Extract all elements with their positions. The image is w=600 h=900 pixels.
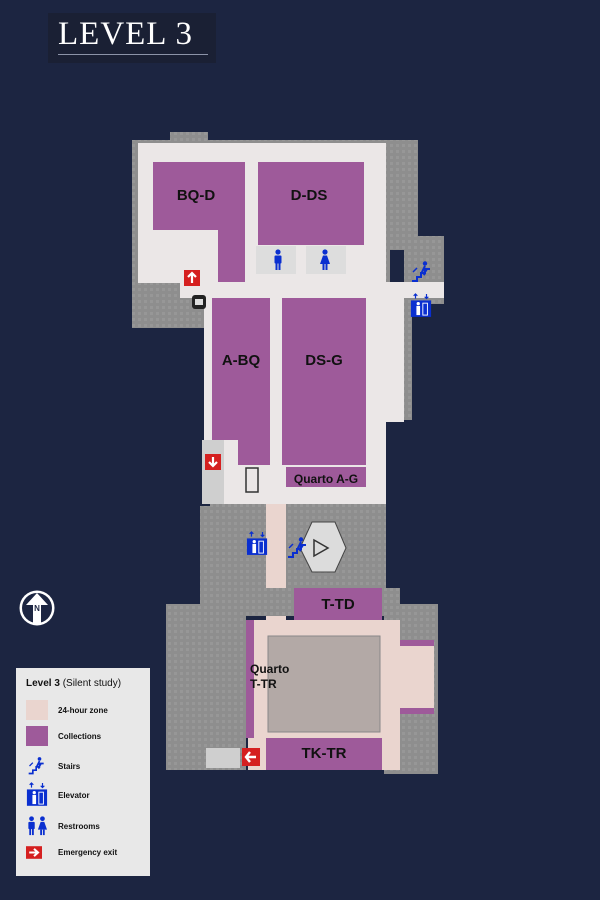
legend-label-emergency-exit: Emergency exit: [58, 848, 118, 857]
east-corridor: [384, 298, 404, 422]
spiral-stair-core: [313, 538, 330, 558]
restrooms-icon: [28, 816, 47, 836]
shelf-marker: [245, 467, 259, 493]
collection-a-bq: [212, 298, 270, 465]
elevator-icon: [26, 782, 48, 806]
legend-label-stairs: Stairs: [58, 762, 81, 771]
reading-room-table: [267, 635, 381, 733]
zone-24h-east-annex: [400, 640, 434, 708]
title-underline: [58, 54, 208, 55]
north-wall-notch: [170, 132, 208, 142]
swatch-24-hour-zone: [26, 700, 48, 720]
east-annex-strip-bottom: [400, 708, 434, 714]
level-title: LEVEL 3: [58, 16, 193, 52]
swatch-collections: [26, 726, 48, 746]
east-annex-strip-top: [400, 640, 434, 646]
legend: Level 3 (Silent study) 24-hour zone Coll…: [16, 668, 150, 876]
north-arrow-icon: N: [19, 590, 55, 626]
label-quarto-t-tr-line2: T-TR: [250, 677, 277, 691]
stairs-icon: [27, 756, 45, 775]
compass-label: N: [34, 604, 40, 613]
collection-d-ds: [258, 162, 364, 245]
label-d-ds: D-DS: [290, 187, 328, 204]
collection-bq-d: [153, 162, 245, 282]
legend-label-elevator: Elevator: [58, 791, 90, 800]
emergency-exit-icon-central: [205, 454, 221, 470]
book-return-icon: [192, 295, 206, 309]
label-a-bq: A-BQ: [221, 352, 261, 369]
collection-quarto-t-tr-shelf: [246, 620, 254, 738]
collection-tk-tr: [266, 738, 382, 770]
southwest-block: [166, 604, 246, 770]
collection-t-td: [294, 588, 382, 620]
emergency-exit-icon-north: [184, 270, 200, 286]
label-t-td: T-TD: [321, 596, 355, 613]
legend-label-24-hour-zone: 24-hour zone: [58, 706, 108, 715]
label-quarto-t-tr-line1: Quarto: [250, 662, 290, 676]
legend-label-collections: Collections: [58, 732, 102, 741]
collection-quarto-a-g: [286, 467, 366, 487]
emergency-exit-icon-south: [242, 748, 260, 766]
east-stair-tower: [388, 140, 418, 250]
legend-title: Level 3 (Silent study): [26, 678, 122, 689]
collection-ds-g: [282, 298, 366, 465]
emergency-exit-icon: [26, 846, 42, 859]
label-tk-tr: TK-TR: [301, 745, 347, 762]
legend-label-restrooms: Restrooms: [58, 822, 100, 831]
label-bq-d: BQ-D: [176, 187, 216, 204]
south-stairwell: [206, 748, 240, 768]
southwest-stairwell: [202, 440, 224, 504]
label-quarto-a-g: Quarto A-G: [293, 472, 359, 486]
label-ds-g: DS-G: [305, 352, 343, 369]
